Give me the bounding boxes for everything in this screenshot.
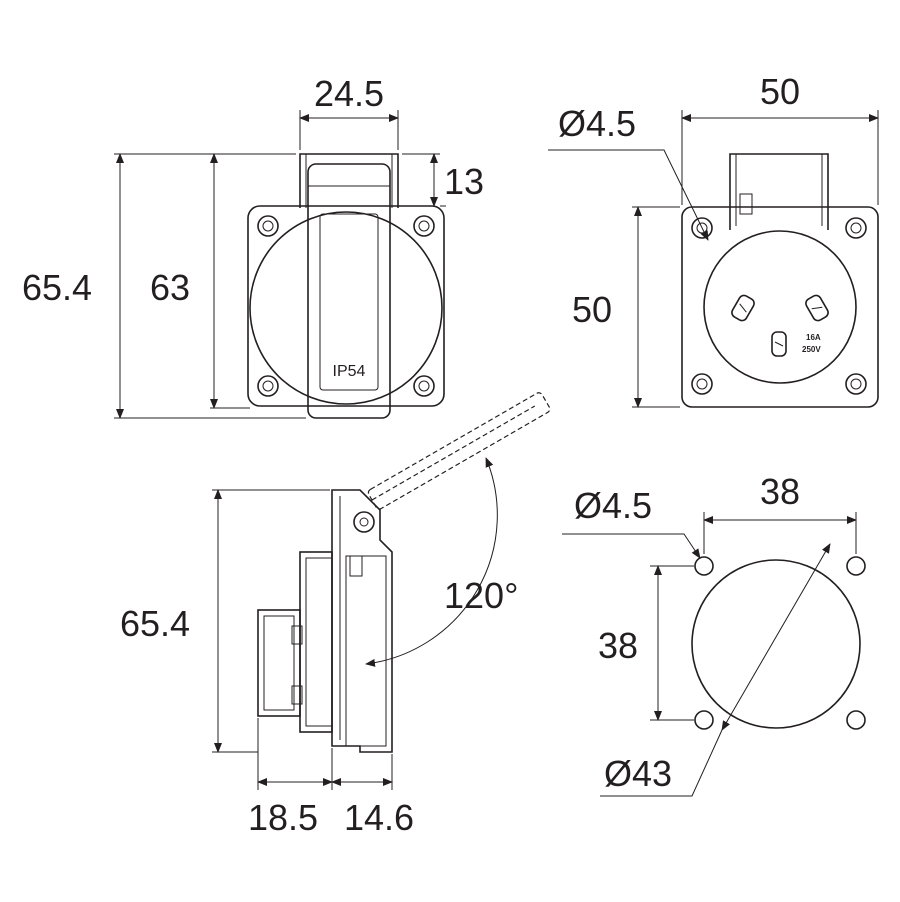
- dim-depth-rear: 18.5: [248, 797, 318, 838]
- screw-hole-bl: [257, 375, 279, 397]
- screw-hole-tr: [413, 215, 435, 237]
- rear-view: 16A 250V Ø4.5 50 50: [548, 71, 879, 408]
- dim-cutout-hole-diameter: Ø4.5: [574, 485, 652, 526]
- rear-hole-tr: [845, 217, 867, 239]
- dim-flap-height: 13: [444, 161, 484, 202]
- rear-socket-face: [703, 230, 857, 384]
- screw-hole-tl: [257, 215, 279, 237]
- dim-cutout-height: 38: [598, 625, 638, 666]
- dim-front-body-height: 63: [150, 267, 190, 308]
- dim-cutout-circle-diameter: Ø43: [604, 753, 672, 794]
- rear-plate: [681, 206, 879, 408]
- side-housing: [299, 551, 333, 733]
- mounting-plate: [247, 205, 445, 407]
- cutout-hole-tl: [694, 556, 714, 576]
- cutout-circle: [691, 559, 861, 729]
- side-terminal-block: [257, 609, 301, 717]
- cutout-hole-br: [846, 710, 866, 730]
- cutout-hole-bl: [694, 710, 714, 730]
- open-flap: [367, 392, 551, 510]
- dim-rear-height: 50: [572, 289, 612, 330]
- dim-cutout-width: 38: [760, 471, 800, 512]
- rear-hole-bl: [691, 373, 713, 395]
- rear-hole-br: [845, 373, 867, 395]
- hinge-pin: [353, 511, 375, 533]
- dim-open-angle: 120°: [444, 575, 518, 616]
- dim-front-width: 24.5: [314, 73, 384, 114]
- pin-left: [731, 294, 755, 322]
- dim-depth-front: 14.6: [344, 797, 414, 838]
- dim-rear-hole-diameter: Ø4.5: [558, 103, 636, 144]
- dim-front-overall-height: 65.4: [22, 267, 92, 308]
- side-flange: [331, 489, 393, 753]
- hinge-bracket: [299, 153, 399, 208]
- rating-voltage: 250V: [802, 345, 821, 354]
- ip-rating-label: IP54: [333, 363, 366, 380]
- cutout-hole-tr: [846, 556, 866, 576]
- flap-cover: [307, 163, 391, 419]
- front-housing-circle: [249, 211, 443, 405]
- pin-earth: [771, 331, 787, 357]
- screw-hole-br: [413, 375, 435, 397]
- side-view: 120° 65.4 18.5 14.6: [120, 392, 551, 838]
- pin-right: [805, 294, 829, 322]
- dim-side-height: 65.4: [120, 603, 190, 644]
- rating-current: 16A: [806, 333, 821, 342]
- cutout-view: Ø4.5 38 38 Ø43: [562, 471, 866, 797]
- dim-rear-width: 50: [760, 71, 800, 112]
- front-view: IP54 24.5 13 65.4 63: [22, 73, 484, 419]
- rear-hinge: [729, 153, 829, 230]
